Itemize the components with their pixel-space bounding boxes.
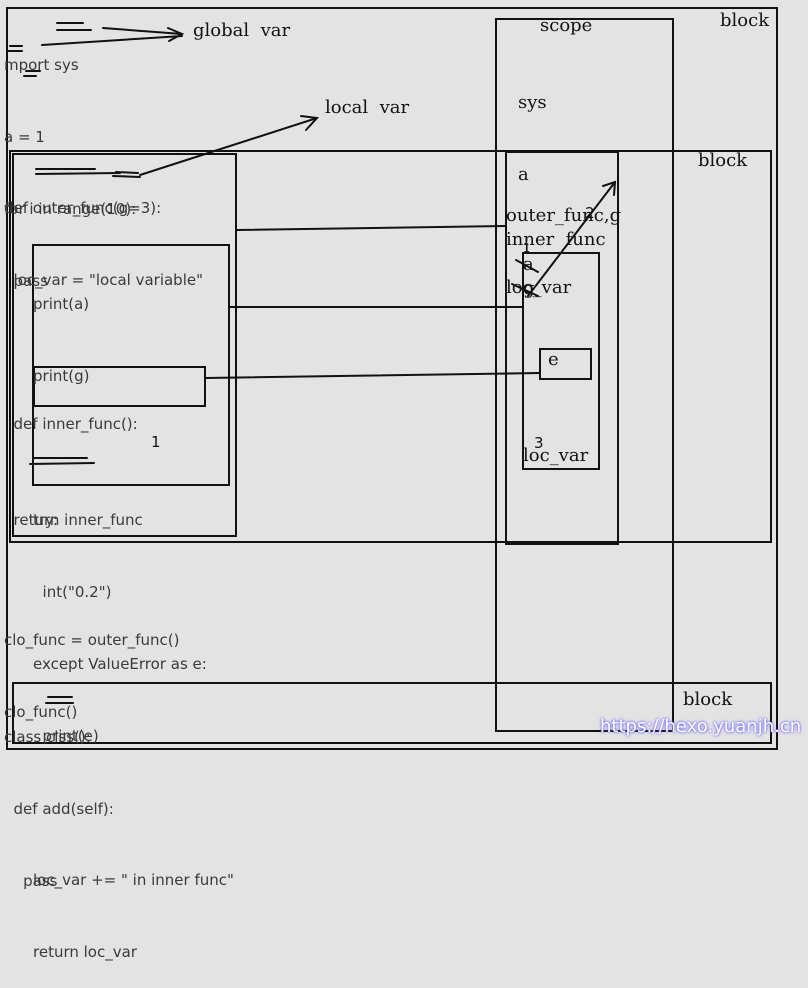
code-line: except ValueError as e: xyxy=(33,655,207,673)
scope-name: outer_func,g xyxy=(506,205,622,226)
except-box xyxy=(33,366,206,407)
step-number-1: 1 xyxy=(151,433,161,451)
block-label-class: block xyxy=(683,689,733,710)
code-line: clo_func() xyxy=(4,703,78,721)
outer-func-box xyxy=(12,153,237,537)
code-line: def add(self): xyxy=(4,800,114,818)
class-code: class clss(): def add(self): pass xyxy=(4,677,114,917)
outer-block-box xyxy=(9,150,772,543)
outer-scope-box xyxy=(505,151,619,545)
code-line: clo_func = outer_func() xyxy=(4,631,180,649)
code-line: print(g) xyxy=(33,367,90,385)
global-block-box xyxy=(6,7,778,750)
e-scope-name: e xyxy=(548,349,559,370)
inner-func-scope-label: inner func xyxy=(506,229,606,250)
global-var-label: global var xyxy=(193,20,291,41)
watermark: https://hexo.yuanjh.cn xyxy=(600,716,802,737)
outer-return-code: return inner_func xyxy=(4,511,143,529)
inner-scope-name-g: g xyxy=(523,278,535,299)
code-line: a = 1 xyxy=(4,128,45,146)
code-line xyxy=(33,436,234,460)
code-line: def outer_func(g=3): xyxy=(4,199,162,217)
code-line: print(e) xyxy=(33,727,99,745)
class-block-box xyxy=(12,682,772,744)
code-line: pass xyxy=(4,872,58,890)
code-line: return loc_var xyxy=(33,943,137,961)
step-number-2: 2 xyxy=(585,204,595,222)
closure-call-code: clo_func = outer_func() clo_func() xyxy=(4,580,179,748)
inner-scope-name-a: a xyxy=(523,254,534,275)
code-line: print(a) xyxy=(33,295,90,313)
scope-name: sys xyxy=(518,92,547,113)
step-number-3: 3 xyxy=(534,434,544,452)
inner-loc-var-name: loc_var xyxy=(523,445,589,466)
block-label-global: block xyxy=(720,10,770,31)
code-line: class clss(): xyxy=(4,728,91,746)
outer-func-code: def outer_func(g=3): loc_var = "local va… xyxy=(4,148,203,460)
code-line: loc_var = "local variable" xyxy=(4,271,203,289)
e-scope-box xyxy=(539,348,592,380)
code-line: pass xyxy=(4,272,48,290)
scope-name: a xyxy=(518,164,529,185)
scope-name: i xyxy=(518,236,530,257)
scope-label: scope xyxy=(540,15,593,36)
block-label-outer: block xyxy=(698,150,748,171)
code-line: for i in range(10): xyxy=(4,200,137,218)
code-line: try: xyxy=(33,511,58,529)
local-var-label: local var xyxy=(325,97,410,118)
global-scope-names: sys a i xyxy=(518,43,547,283)
code-line: int("0.2") xyxy=(33,583,112,601)
inner-func-box xyxy=(32,244,230,486)
code-line: mport sys xyxy=(4,56,79,74)
global-code: mport sys a = 1 for i in range(10): pass xyxy=(4,5,136,317)
code-line: def inner_func(): xyxy=(4,415,138,433)
